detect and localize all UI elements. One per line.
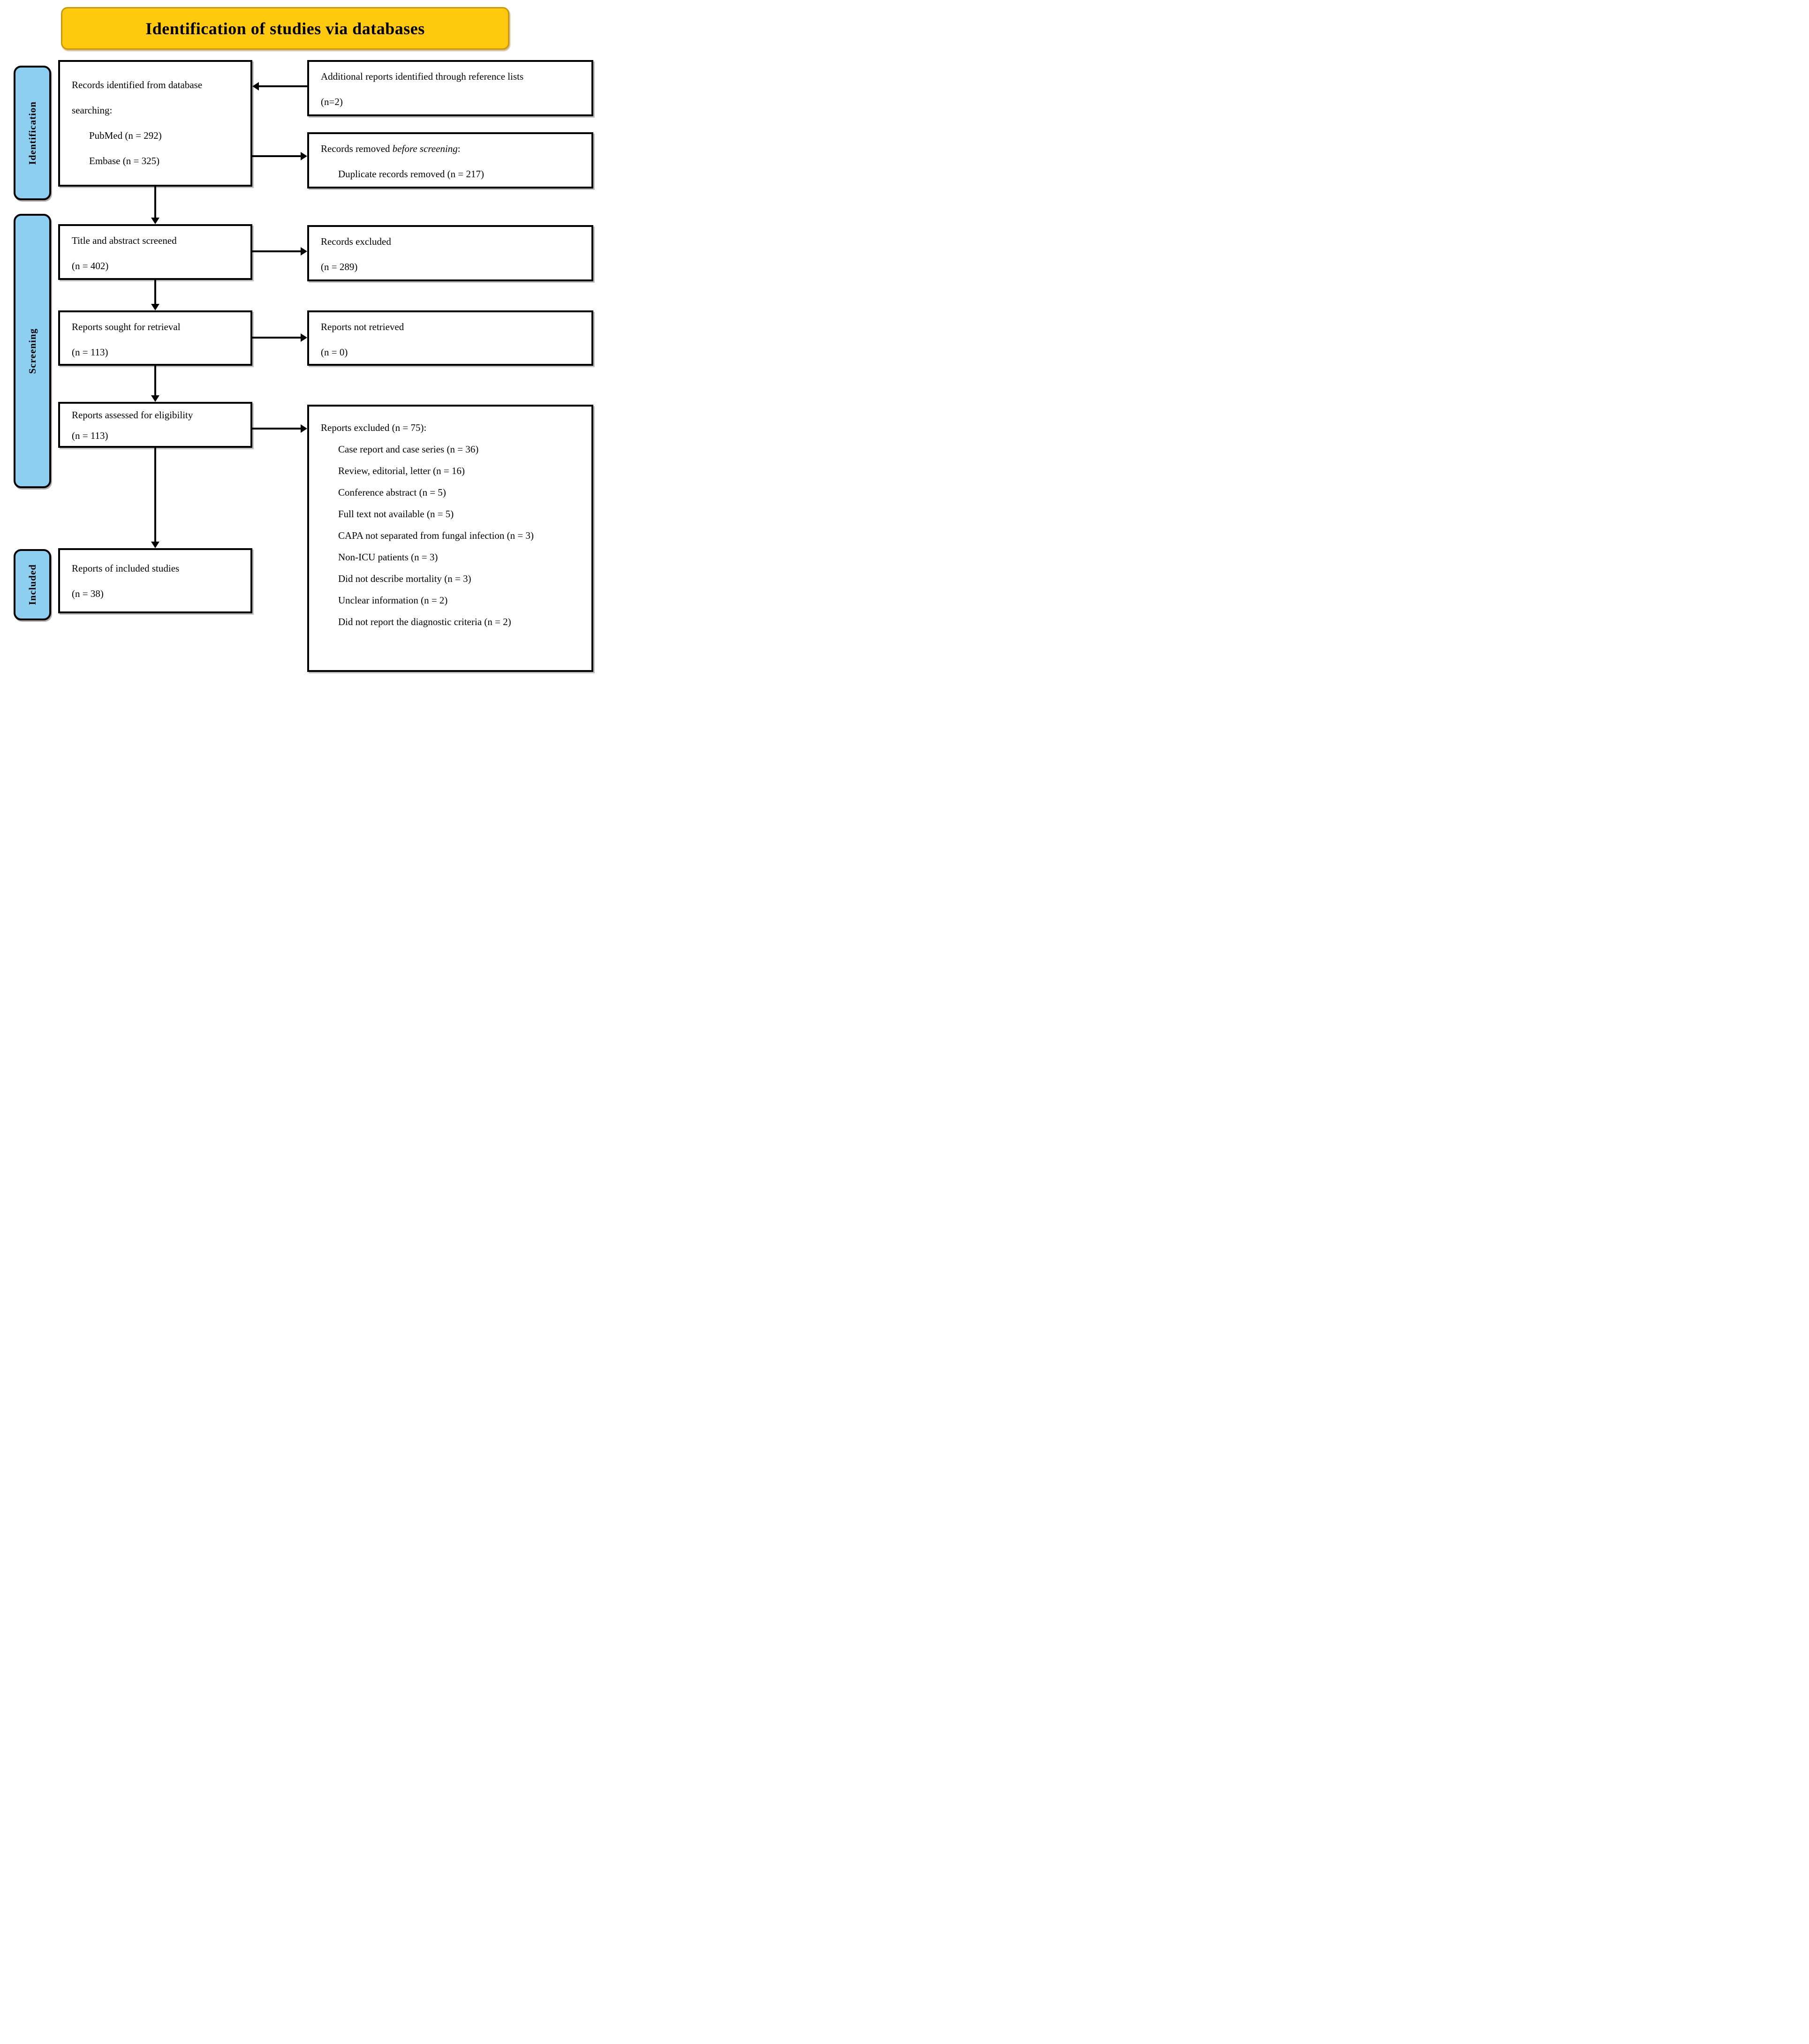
arrow-down-icon [151,218,159,224]
arrow-shaft [252,250,301,252]
text-line: Review, editorial, letter (n = 16) [338,465,465,476]
arrow-down-icon [151,542,159,548]
text-line: Records identified from database [72,79,203,91]
text-line: Conference abstract (n = 5) [338,487,446,498]
text-line: Unclear information (n = 2) [338,595,448,606]
stage-label-included: Included [26,564,38,605]
flow-box-reports-excluded-reasons: Reports excluded (n = 75): Case report an… [307,405,593,672]
text-line: Reports not retrieved [321,321,404,332]
arrow-shaft [154,366,156,395]
text-line: (n = 113) [72,430,108,441]
arrow-shaft [154,448,156,542]
arrow-left-icon [252,82,259,91]
arrow-shaft [252,155,301,157]
text-line: (n = 0) [321,347,348,358]
flow-box-reports-included: Reports of included studies (n = 38) [58,548,252,613]
text-line: CAPA not separated from fungal infection… [338,530,534,541]
text-line: Title and abstract screened [72,235,177,246]
arrow-down-icon [151,395,159,402]
flow-box-records-identified: Records identified from database searchin… [58,60,252,187]
flow-box-records-excluded: Records excluded (n = 289) [307,225,593,281]
flow-box-records-removed: Records removed before screening: Duplica… [307,132,593,189]
text-line: Non-ICU patients (n = 3) [338,551,438,563]
arrow-right-icon [301,424,307,433]
arrow-shaft [154,187,156,218]
title-banner: Identification of studies via databases [61,7,509,50]
stage-label-screening: Screening [26,328,38,374]
flow-box-reports-sought: Reports sought for retrieval (n = 113) [58,310,252,366]
text-line: Reports assessed for eligibility [72,409,193,421]
arrow-shaft [252,337,301,339]
flow-box-additional-reports: Additional reports identified through re… [307,60,593,116]
text-line: Did not report the diagnostic criteria (… [338,616,511,627]
prisma-flow-diagram: Identification of studies via databases … [0,0,603,681]
page-title: Identification of studies via databases [145,19,425,38]
text-line: Records excluded [321,236,391,247]
text-line: Reports excluded (n = 75): [321,422,427,433]
arrow-shaft [259,85,307,87]
sidebar-stage-identification: Identification [14,66,51,200]
text-line: Embase (n = 325) [89,155,160,166]
text-line: Records removed before screening: [321,143,461,154]
sidebar-stage-screening: Screening [14,214,51,488]
text-line: Case report and case series (n = 36) [338,444,479,455]
text-line: Duplicate records removed (n = 217) [338,168,484,180]
text-line: Full text not available (n = 5) [338,508,454,520]
text-line: Additional reports identified through re… [321,71,524,82]
text-line: Reports sought for retrieval [72,321,181,332]
arrow-right-icon [301,247,307,256]
text-line: (n = 113) [72,347,108,358]
arrow-down-icon [151,304,159,310]
text-line: PubMed (n = 292) [89,130,162,141]
sidebar-stage-included: Included [14,549,51,620]
text-line: (n=2) [321,96,343,107]
text-line: Did not describe mortality (n = 3) [338,573,471,584]
flow-box-reports-assessed: Reports assessed for eligibility (n = 113… [58,402,252,448]
text-line: Reports of included studies [72,563,180,574]
text-line: searching: [72,105,113,116]
arrow-right-icon [301,152,307,160]
flow-box-reports-not-retrieved: Reports not retrieved (n = 0) [307,310,593,366]
text-line: (n = 289) [321,261,358,272]
text-line: (n = 402) [72,260,109,272]
arrow-right-icon [301,333,307,342]
text-line: (n = 38) [72,588,104,599]
arrow-shaft [154,280,156,304]
flow-box-title-abstract-screened: Title and abstract screened (n = 402) [58,224,252,280]
arrow-shaft [252,428,301,430]
stage-label-identification: Identification [26,101,38,165]
